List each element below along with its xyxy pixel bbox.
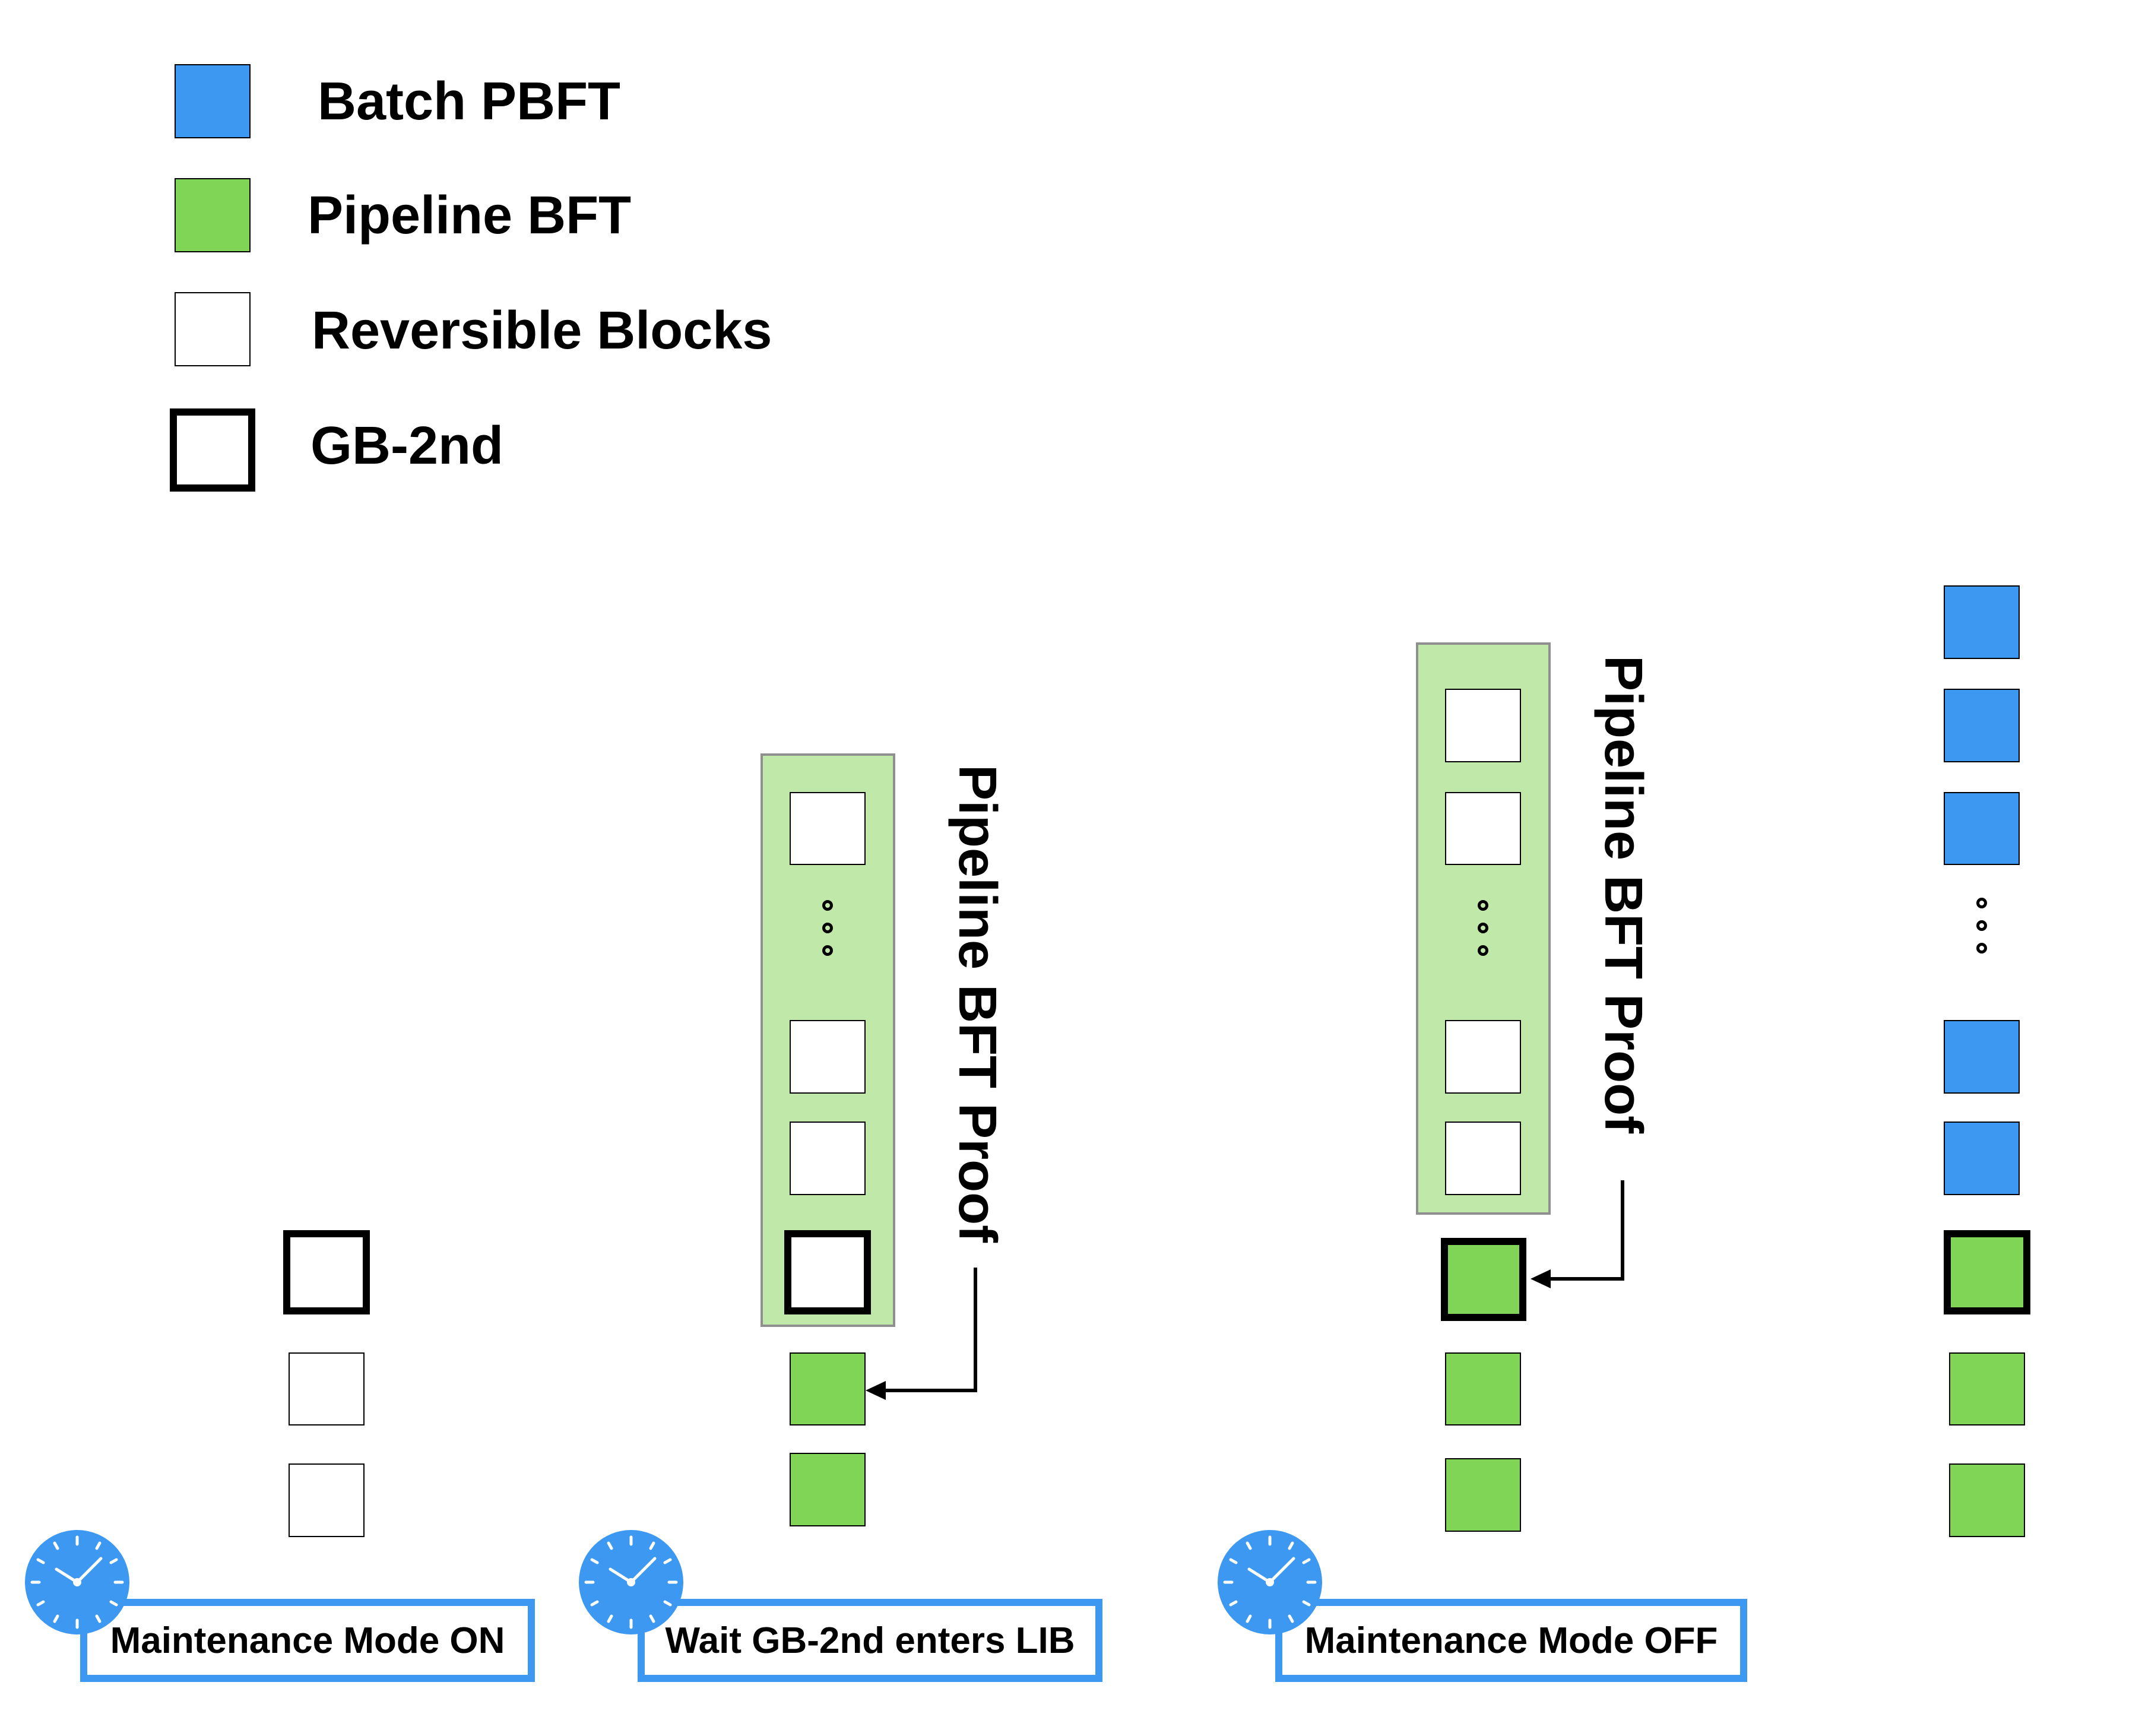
gb-2nd-block-finalized bbox=[1441, 1238, 1526, 1321]
batch-pbft-block bbox=[1944, 792, 2020, 865]
pipeline-bft-block bbox=[790, 1453, 866, 1526]
legend-label-batch-pbft: Batch PBFT bbox=[318, 72, 621, 131]
legend-label-reversible-blocks: Reversible Blocks bbox=[312, 301, 772, 360]
reversible-block bbox=[289, 1463, 365, 1537]
reversible-block bbox=[1445, 792, 1521, 865]
gb-2nd-block-finalized bbox=[1944, 1230, 2030, 1314]
ellipsis-icon bbox=[1471, 900, 1495, 965]
gb-2nd-block bbox=[283, 1230, 370, 1314]
pipeline-bft-block bbox=[790, 1352, 866, 1425]
batch-pbft-block bbox=[1944, 689, 2020, 762]
reversible-block bbox=[790, 1020, 866, 1094]
legend-swatch-gb-2nd bbox=[170, 408, 255, 492]
ellipsis-icon bbox=[1970, 898, 1994, 963]
pipeline-bft-block bbox=[1445, 1458, 1521, 1532]
legend-label-pipeline-bft: Pipeline BFT bbox=[308, 186, 632, 245]
reversible-block bbox=[1445, 689, 1521, 762]
legend-swatch-batch-pbft bbox=[175, 64, 251, 138]
reversible-block bbox=[790, 792, 866, 865]
legend-label-gb-2nd: GB-2nd bbox=[310, 416, 503, 476]
step-label-maintenance-off: Maintenance Mode OFF bbox=[1275, 1599, 1747, 1682]
ellipsis-icon bbox=[816, 900, 839, 965]
step-label-maintenance-on: Maintenance Mode ON bbox=[80, 1599, 535, 1682]
batch-pbft-block bbox=[1944, 1122, 2020, 1195]
proof-arrow-line bbox=[1547, 1180, 1624, 1281]
reversible-block bbox=[1445, 1122, 1521, 1195]
batch-pbft-block bbox=[1944, 1020, 2020, 1094]
proof-arrow-head bbox=[866, 1381, 886, 1400]
clock-icon bbox=[25, 1530, 129, 1634]
batch-pbft-block bbox=[1944, 585, 2020, 659]
legend-swatch-pipeline-bft bbox=[175, 178, 251, 252]
reversible-block bbox=[1445, 1020, 1521, 1094]
step-label-wait-gb-2nd: Wait GB-2nd enters LIB bbox=[638, 1599, 1102, 1682]
pipeline-bft-block bbox=[1949, 1352, 2025, 1425]
pipeline-bft-block bbox=[1949, 1463, 2025, 1537]
pipeline-bft-block bbox=[1445, 1352, 1521, 1425]
proof-arrow-line bbox=[882, 1268, 977, 1392]
legend-swatch-reversible-blocks bbox=[175, 292, 251, 366]
reversible-block bbox=[289, 1352, 365, 1425]
gb-2nd-block bbox=[784, 1230, 871, 1314]
reversible-block bbox=[790, 1122, 866, 1195]
proof-arrow-head bbox=[1531, 1269, 1551, 1288]
clock-icon bbox=[1218, 1530, 1322, 1634]
clock-icon bbox=[579, 1530, 683, 1634]
